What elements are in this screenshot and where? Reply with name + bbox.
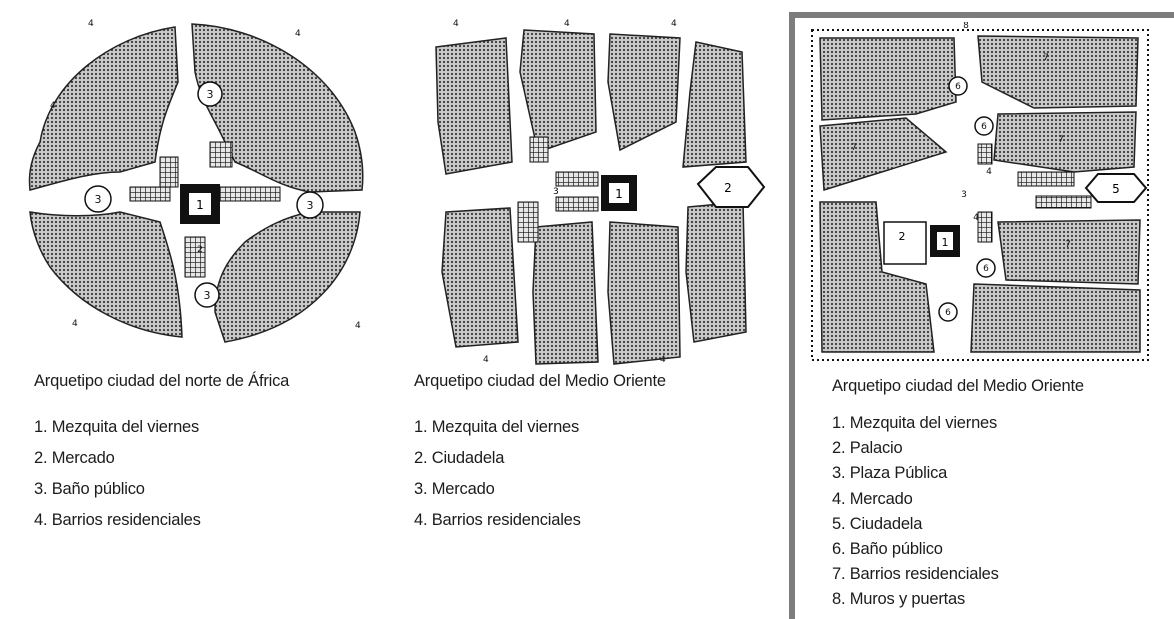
residential-label-3: 4 (295, 29, 301, 39)
panel1-caption: Arquetipo ciudad del norte de África (34, 372, 290, 390)
bath-label-1: 6 (955, 82, 961, 92)
middle-east-city-plan: 1 2 3 4 4 4 4 4 (435, 19, 766, 365)
citadel (696, 166, 766, 208)
market-label-1: 4 (986, 167, 992, 177)
legend-item: 1. Mezquita del viernes (34, 418, 200, 436)
residential-block-se (214, 211, 361, 343)
bath-label-east: 3 (307, 199, 314, 212)
mosque-number: 1 (942, 236, 949, 249)
residential-block-sw2 (532, 221, 599, 365)
residential-block-nw1 (435, 37, 513, 175)
residential-label-2: 4 (564, 19, 570, 29)
bath-label-4: 6 (945, 308, 951, 318)
bath-marker-1 (948, 76, 968, 96)
citadel-number: 5 (1112, 182, 1120, 196)
bath-label-north: 3 (207, 88, 214, 101)
residential-block-nw2 (519, 29, 597, 153)
panel3-frame (789, 12, 1174, 619)
legend-item: 7. Barrios residenciales (832, 565, 999, 584)
gate-label: 8 (963, 22, 969, 31)
residential-block-se2 (970, 283, 1141, 353)
market-area (1017, 171, 1075, 187)
mosque-number: 1 (615, 187, 623, 201)
bath-label-3: 6 (983, 264, 989, 274)
residential-label-2: 7 (1058, 135, 1064, 145)
residential-label-3: 7 (1065, 240, 1071, 250)
legend-item: 1. Mezquita del viernes (832, 414, 998, 432)
legend-item: 3. Baño público (34, 480, 145, 498)
market-label-2: 4 (973, 213, 979, 223)
legend-item: 6. Baño público (832, 539, 943, 558)
legend-item: 3. Plaza Pública (832, 464, 948, 483)
palace (883, 221, 927, 265)
residential-label-5: 4 (660, 355, 666, 365)
legend-item: 5. Ciudadela (832, 514, 923, 533)
city-wall (811, 29, 1149, 361)
residential-label-4: 4 (483, 355, 489, 365)
market-area (555, 171, 599, 187)
residential-block-nw (28, 26, 179, 191)
legend-item: 2. Mercado (34, 449, 115, 467)
market-area (129, 186, 171, 202)
legend-item: 1. Mezquita del viernes (414, 418, 580, 436)
bath-marker-east (296, 191, 324, 219)
residential-block-sw (29, 211, 183, 338)
residential-block-ne1 (607, 33, 681, 152)
legend-item: 4. Barrios residenciales (34, 511, 201, 529)
bath-label-south: 3 (204, 289, 211, 302)
residential-label-5: 4 (355, 321, 361, 331)
panel2-legend: 1. Mezquita del viernes 2. Ciudadela 3. … (414, 412, 581, 536)
residential-block-nw2 (819, 117, 948, 192)
residential-label-4: 7 (851, 143, 857, 153)
market-label: 2 (197, 245, 203, 255)
residential-block-ne1 (977, 35, 1139, 109)
residential-block-sw1 (819, 201, 935, 353)
legend-item: 2. Palacio (832, 439, 903, 458)
panel2-caption: Arquetipo ciudad del Medio Oriente (414, 372, 666, 390)
north-africa-city-plan: 1 3 3 3 3 2 4 4 4 4 4 (28, 19, 364, 343)
legend-item: 4. Mercado (832, 489, 913, 508)
palace-number: 2 (899, 230, 906, 243)
bath-marker-west (84, 185, 112, 213)
panel1-legend: 1. Mezquita del viernes 2. Mercado 3. Ba… (34, 412, 201, 536)
bath-markers (84, 81, 324, 308)
residential-label-1: 7 (1043, 53, 1049, 63)
residential-block-ne2 (993, 111, 1137, 173)
residential-block-ne (191, 23, 364, 193)
residential-label-2: 4 (50, 101, 56, 111)
residential-label-4: 4 (72, 319, 78, 329)
bath-marker-3 (976, 258, 996, 278)
panel3-caption: Arquetipo ciudad del Medio Oriente (832, 377, 1084, 395)
residential-block-ne2 (682, 41, 747, 168)
bath-marker-north (197, 81, 223, 107)
legend-item: 4. Barrios residenciales (414, 511, 581, 529)
residential-label-3: 4 (671, 19, 677, 29)
residential-block-se2 (685, 201, 747, 343)
panel3-legend: 1. Mezquita del viernes 2. Palacio 3. Pl… (832, 411, 999, 613)
plaza-label: 3 (961, 190, 967, 200)
bath-marker-2 (974, 116, 994, 136)
residential-block-nw1 (819, 37, 957, 121)
residential-blocks (28, 23, 364, 343)
bath-marker-4 (938, 302, 958, 322)
residential-label-1: 4 (88, 19, 94, 29)
legend-item: 2. Ciudadela (414, 449, 505, 467)
bath-label-west: 3 (95, 193, 102, 206)
residential-block-se1 (997, 219, 1141, 285)
residential-block-sw1 (441, 207, 519, 348)
citadel (1084, 173, 1148, 203)
residential-block-se1 (607, 221, 681, 365)
legend-item: 8. Muros y puertas (832, 590, 966, 609)
walled-city-plan: 2 1 5 6 6 6 6 3 4 4 8 7 7 7 7 (811, 22, 1149, 361)
market-streets (129, 141, 281, 278)
mosque-number: 1 (196, 198, 204, 212)
legend-item: 3. Mercado (414, 480, 495, 498)
residential-label-1: 4 (453, 19, 459, 29)
market-label: 3 (553, 187, 559, 197)
citadel-number: 2 (724, 181, 732, 195)
bath-marker-south (194, 282, 220, 308)
bath-label-2: 6 (981, 122, 987, 132)
